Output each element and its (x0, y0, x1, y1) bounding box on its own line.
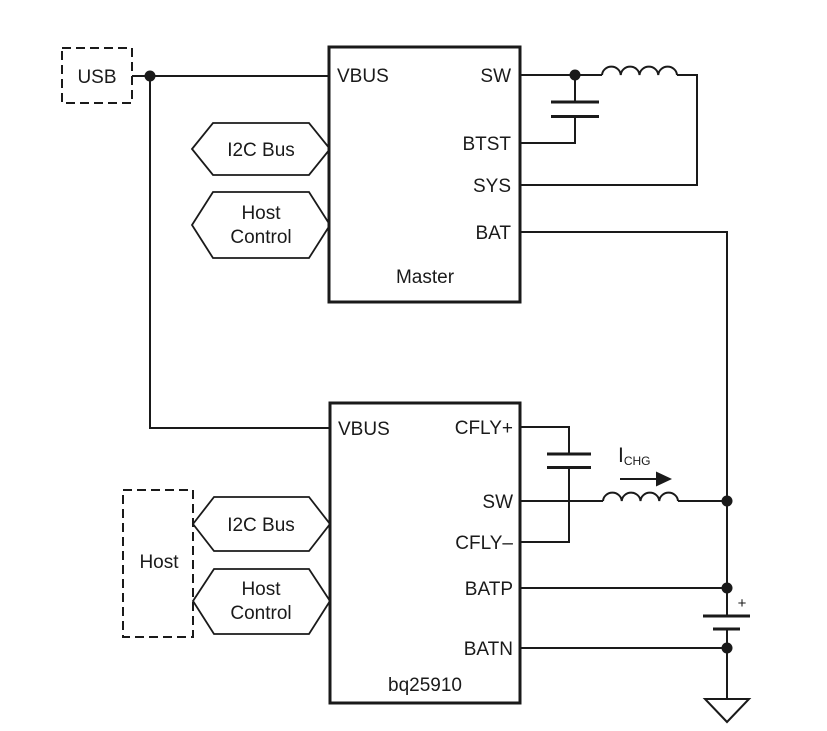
charger-inductor-symbol (602, 491, 679, 502)
master-host-control-label-line1: Host (241, 203, 281, 224)
dashed-boxes-group (61, 47, 194, 638)
master-host-control-hexagon (190, 191, 332, 259)
charge-current-label: ICHG (618, 444, 651, 468)
charger-block (328, 401, 522, 705)
battery-symbol (703, 614, 750, 631)
ground-symbol (702, 698, 752, 724)
master-pin-vbus: VBUS (337, 66, 389, 87)
usb-label: USB (77, 67, 116, 88)
charger-host-control-label-line1: Host (241, 579, 281, 600)
btst-capacitor-symbol (551, 100, 599, 118)
wire-inductor-to-sys (520, 74, 698, 186)
junction-dot-charger-sw-rail (721, 495, 733, 507)
master-block-name: Master (396, 267, 455, 288)
junction-dot-master-sw (569, 69, 581, 81)
host-label: Host (139, 552, 179, 573)
master-pin-bat: BAT (475, 223, 511, 244)
junction-dot-batn (721, 642, 733, 654)
battery-plus-sign: + (738, 595, 747, 612)
junction-dot-usb (144, 70, 156, 82)
host-box (122, 489, 194, 638)
charge-current-arrowhead-icon (656, 471, 672, 487)
charge-current-subscript: CHG (624, 454, 651, 468)
master-pin-btst: BTST (462, 134, 511, 155)
master-host-control-label-line2: Control (230, 227, 291, 248)
charger-pin-batn: BATN (464, 639, 513, 660)
master-pin-sw: SW (480, 66, 511, 87)
wire-master-bat-to-battery (520, 231, 728, 616)
wire-usb-to-charger-vbus (149, 76, 330, 429)
charger-block-name: bq25910 (388, 675, 462, 696)
junctions-group (144, 69, 733, 654)
charger-pin-cfly-plus: CFLY+ (455, 418, 513, 439)
charger-pin-batp: BATP (465, 579, 513, 600)
master-inductor-symbol (601, 65, 678, 76)
labels-group: USB Host VBUS SW BTST SYS BAT Master VBU… (77, 66, 746, 696)
wires-group (132, 74, 728, 699)
usb-box (61, 47, 133, 104)
charger-i2c-bus-label: I2C Bus (227, 515, 295, 536)
junction-dot-batp (721, 582, 733, 594)
components-group (547, 65, 752, 724)
ic-blocks-group (327, 45, 522, 705)
fly-capacitor-symbol (547, 452, 591, 469)
master-pin-sys: SYS (473, 176, 511, 197)
charger-pin-sw: SW (482, 492, 513, 513)
hexagons-group (190, 122, 332, 635)
charger-host-control-label-line2: Control (230, 603, 291, 624)
wire-btst-cap-to-btst (520, 117, 576, 144)
charger-pin-vbus: VBUS (338, 419, 390, 440)
wire-cap-to-cflym (520, 467, 570, 543)
master-block (327, 45, 522, 304)
master-i2c-bus-label: I2C Bus (227, 140, 295, 161)
wire-cflyp-to-cap (520, 426, 570, 454)
charger-pin-cfly-minus: CFLY– (455, 533, 513, 554)
charge-current-symbol: I (618, 444, 624, 467)
